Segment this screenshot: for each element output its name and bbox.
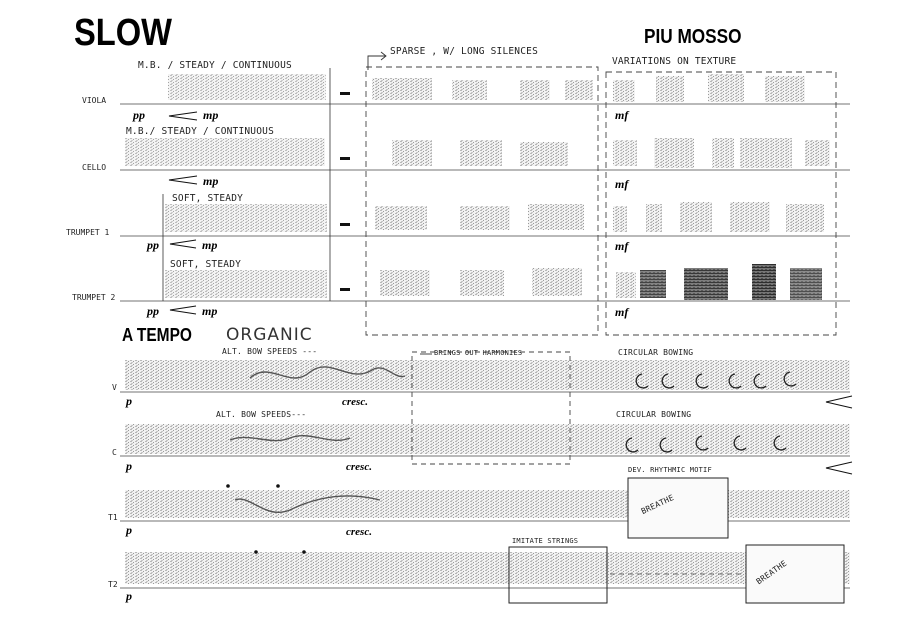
end-hairpins [825,395,853,475]
trumpet1-texture [165,204,327,232]
section-title-a-tempo: A TEMPO [122,325,192,345]
instrument-label-c: C [112,448,117,457]
slow-staff-lines [120,103,850,302]
dynamic-mf-cello: mf [615,177,629,191]
breathe-box-t2 [745,544,845,604]
dynamic-pp-trumpet2: pp [147,304,159,318]
direction-cello: M.B./ STEADY / CONTINUOUS [126,126,274,137]
bow-speed-waves [229,366,406,513]
direction-sparse: SPARSE , W/ LONG SILENCES [390,46,538,57]
direction-imitate: IMITATE STRINGS [512,537,579,545]
dynamic-mf-trumpet2: mf [615,305,629,319]
dynamic-p-t1: p [126,523,132,537]
dynamic-cresc-v: cresc. [342,396,368,408]
dynamic-cresc-t1: cresc. [346,526,372,538]
rhythmic-motif-box [627,477,729,539]
direction-viola: M.B. / STEADY / CONTINUOUS [138,60,292,71]
direction-trumpet1: SOFT, STEADY [172,193,244,204]
sparse-arrow [367,55,386,70]
dynamic-mf-viola: mf [615,108,629,122]
direction-trumpet2: SOFT, STEADY [170,259,242,270]
dynamic-mp-trumpet1: mp [202,238,218,252]
rest-marks [340,92,350,291]
section-title-piu-mosso: PIU MOSSO [644,26,742,48]
sparse-blocks [372,78,593,296]
dynamic-mp-viola: mp [203,108,219,122]
dynamic-cresc-c: cresc. [346,461,372,473]
direction-brings-out: BRINGS OUT HARMONIES [434,349,523,357]
hairpins [168,111,198,315]
slow-continuous-textures [125,74,327,298]
instrument-label-viola: VIOLA [82,96,107,105]
dynamic-mp-cello: mp [203,174,219,188]
sparse-dashed-box [365,66,599,336]
piu-mosso-dashed-box [605,71,837,336]
cello-texture [125,138,325,166]
section-title-slow: SLOW [74,12,173,54]
dynamic-pp-trumpet1: pp [147,238,159,252]
circular-bowing-marks [625,371,797,453]
section-title-organic: ORGANIC [226,325,313,345]
instrument-label-v: V [112,383,117,392]
direction-alt-bow-c: ALT. BOW SPEEDS--- [216,410,307,419]
piu-mosso-blocks [613,74,830,300]
direction-variations: VARIATIONS ON TEXTURE [612,56,737,67]
a-tempo-textures [125,360,850,584]
breath-marks [226,484,306,554]
trumpet2-texture [165,270,327,298]
direction-circular-v: CIRCULAR BOWING [618,348,694,357]
dynamic-mp-trumpet2: mp [202,304,218,318]
viola-texture [168,74,326,100]
direction-circular-c: CIRCULAR BOWING [616,410,692,419]
instrument-label-t2: T2 [108,580,118,589]
instrument-label-trumpet2: TRUMPET 2 [72,293,116,302]
dynamic-mf-trumpet1: mf [615,239,629,253]
dynamic-pp-viola: pp [133,108,145,122]
dynamic-p-c: p [126,459,132,473]
dynamic-p-v: p [126,394,132,408]
instrument-label-cello: CELLO [82,163,107,172]
instrument-label-trumpet1: TRUMPET 1 [66,228,110,237]
imitate-strings-box [508,546,608,604]
dynamic-p-t2: p [126,589,132,603]
direction-dev-motif: DEV. RHYTHMIC MOTIF [628,466,712,474]
instrument-label-t1: T1 [108,513,118,522]
direction-alt-bow-v: ALT. BOW SPEEDS --- [222,347,318,356]
